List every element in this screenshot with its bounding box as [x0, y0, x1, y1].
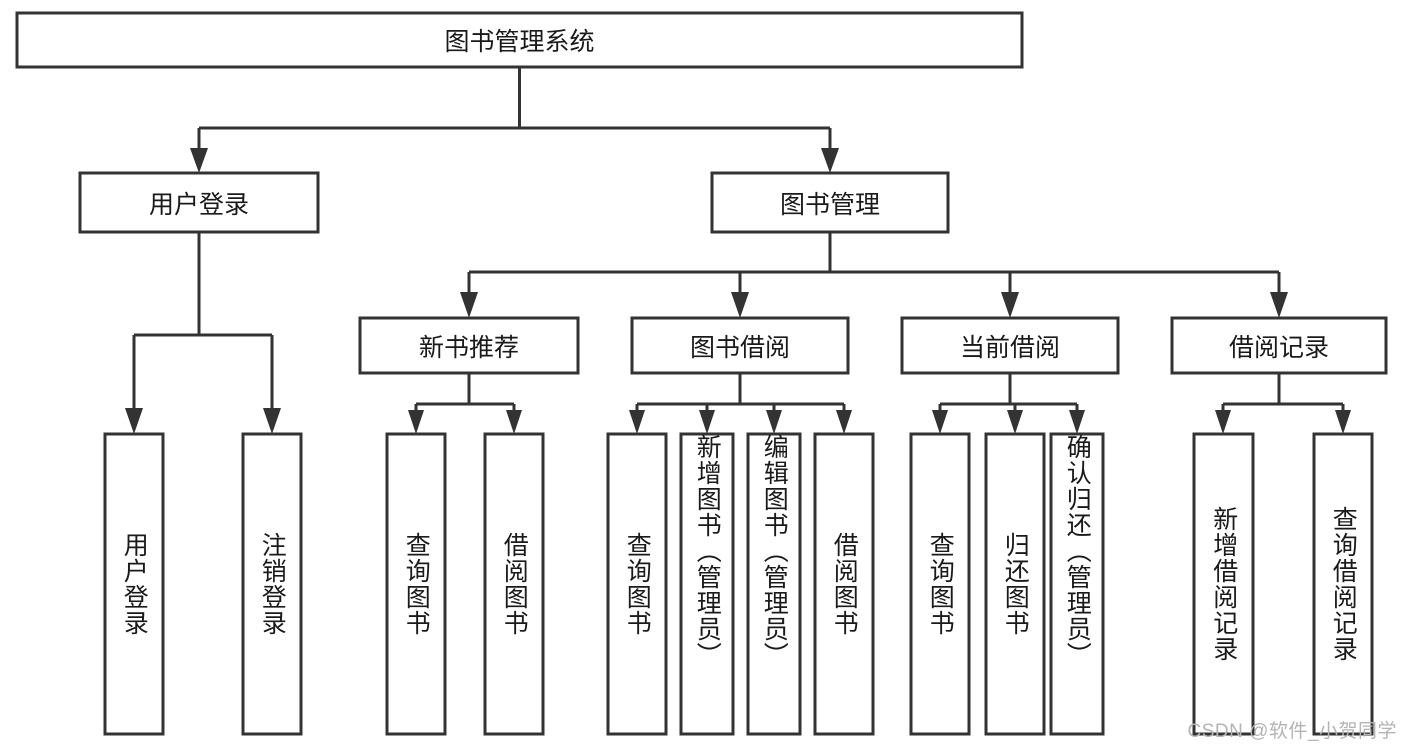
arrow-head-leaf-confirm-return-admin: [1069, 410, 1085, 434]
arrow-head-leaf-add-borrow-record: [1215, 410, 1231, 434]
node-box-leaf-borrow-book-2[interactable]: [813, 432, 875, 736]
connector-group-book-borrow: [629, 373, 852, 434]
node-box-user-login[interactable]: [78, 171, 320, 234]
node-box-leaf-borrow-book-1[interactable]: [483, 432, 545, 736]
arrow-head-leaf-query-book-1: [408, 410, 424, 434]
arrow-head-leaf-borrow-book-2: [836, 410, 852, 434]
arrow-head-leaf-logout: [263, 408, 281, 434]
node-box-leaf-query-book-1[interactable]: [385, 432, 447, 736]
node-box-leaf-edit-book-admin[interactable]: [746, 432, 802, 736]
arrow-head-user-login: [190, 148, 208, 173]
node-box-leaf-user-login[interactable]: [103, 432, 165, 736]
node-box-leaf-query-borrow-record[interactable]: [1312, 432, 1374, 736]
arrow-head-leaf-query-book-3: [932, 410, 948, 434]
arrow-head-leaf-edit-book-admin: [766, 410, 782, 434]
node-box-leaf-add-borrow-record[interactable]: [1192, 432, 1255, 736]
arrow-head-new-book-recommend: [460, 292, 478, 318]
node-box-leaf-logout[interactable]: [241, 432, 303, 736]
node-box-book-manage[interactable]: [710, 171, 950, 234]
node-box-leaf-add-book-admin[interactable]: [679, 432, 735, 736]
arrow-head-leaf-add-book-admin: [699, 410, 715, 434]
arrow-head-leaf-user-login: [125, 408, 143, 434]
connector-group-book-manage: [460, 232, 1288, 318]
arrow-head-book-manage: [821, 148, 839, 173]
node-box-new-book-recommend[interactable]: [358, 316, 580, 375]
connector-group-current-borrow: [932, 373, 1085, 434]
csdn-watermark: CSDN @软件_小贺同学: [1187, 721, 1397, 742]
node-box-book-borrow[interactable]: [630, 316, 850, 375]
arrow-head-leaf-borrow-book-1: [506, 410, 522, 434]
connector-group-root: [190, 67, 839, 173]
arrow-head-leaf-query-book-2: [629, 410, 645, 434]
connector-group-new-book-recommend: [408, 373, 522, 434]
arrow-head-leaf-return-book: [1007, 410, 1023, 434]
node-box-leaf-query-book-2[interactable]: [606, 432, 668, 736]
node-box-leaf-confirm-return-admin[interactable]: [1049, 432, 1105, 736]
node-box-borrow-record[interactable]: [1170, 316, 1388, 375]
arrow-head-borrow-record: [1270, 292, 1288, 318]
arrow-head-book-borrow: [731, 292, 749, 318]
node-box-current-borrow[interactable]: [900, 316, 1120, 375]
arrow-head-current-borrow: [1001, 292, 1019, 318]
node-box-leaf-query-book-3[interactable]: [909, 432, 971, 736]
node-box-leaf-return-book[interactable]: [984, 432, 1046, 736]
node-box-title[interactable]: [15, 11, 1024, 69]
connector-group-user-login: [125, 232, 281, 434]
connector-group-borrow-record: [1215, 373, 1351, 434]
arrow-head-leaf-query-borrow-record: [1335, 410, 1351, 434]
